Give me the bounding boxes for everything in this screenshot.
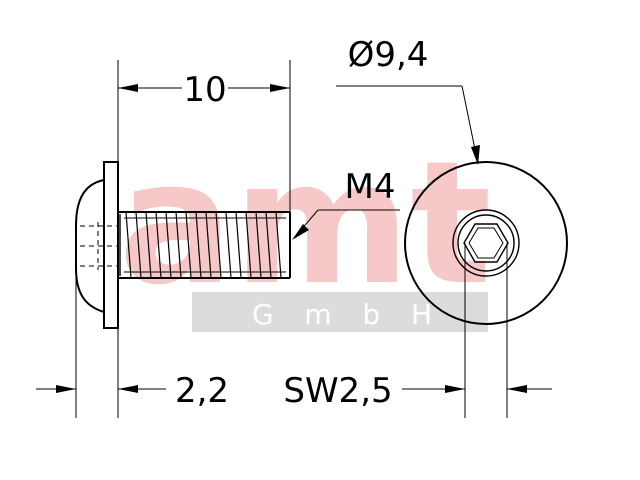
thread-lines xyxy=(125,211,282,279)
socket-inner-circle xyxy=(457,214,515,272)
thread-flank-line xyxy=(235,211,242,279)
length-label: 10 xyxy=(183,70,226,110)
thread-flank-line xyxy=(125,211,132,279)
socket-outer-circle xyxy=(452,209,520,277)
head-diameter-label: Ø9,4 xyxy=(348,35,429,75)
screw-front-view xyxy=(404,161,568,325)
drive-size-label: SW2,5 xyxy=(283,371,392,411)
watermark-logo: amt xyxy=(118,125,491,323)
thread-flank-line xyxy=(185,211,192,279)
thread-flank-line xyxy=(145,211,152,279)
thread-flank-line xyxy=(275,211,282,279)
dimension-drive-size: SW2,5 xyxy=(283,243,552,418)
screw-side-view xyxy=(75,161,291,329)
thread-flank-line xyxy=(225,211,232,279)
thread-flank-line xyxy=(215,211,222,279)
watermark: amt GmbH xyxy=(118,125,492,332)
dimension-thread: M4 xyxy=(292,167,400,240)
hex-socket-icon xyxy=(463,223,509,263)
head-height-label: 2,2 xyxy=(175,371,229,411)
screw-head-dome xyxy=(75,179,105,313)
thread-flank-line xyxy=(245,211,252,279)
dimension-head-diameter: Ø9,4 xyxy=(336,35,480,165)
watermark-bar xyxy=(192,292,488,332)
dimension-head-height: 2,2 xyxy=(36,270,229,418)
head-outline-circle xyxy=(404,161,568,325)
thread-flank-line xyxy=(135,211,142,279)
thread-flank-line xyxy=(205,211,212,279)
thread-flank-line xyxy=(165,211,172,279)
screw-flange xyxy=(103,161,119,329)
thread-flank-line xyxy=(265,211,272,279)
thread-flank-line xyxy=(175,211,182,279)
thread-flank-line xyxy=(195,211,202,279)
thread-label: M4 xyxy=(345,167,396,207)
thread-flank-line xyxy=(255,211,262,279)
thread-flank-line xyxy=(155,211,162,279)
dimension-length: 10 xyxy=(117,60,291,212)
